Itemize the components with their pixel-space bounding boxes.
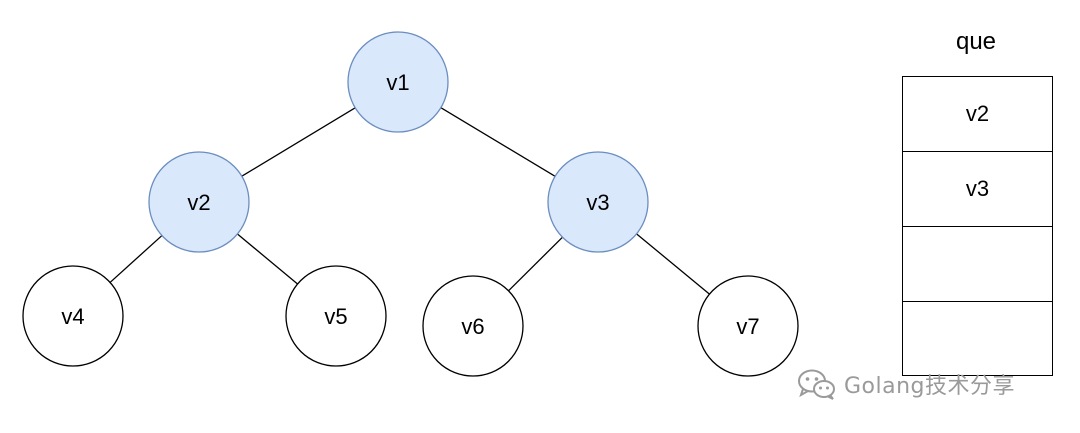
edge-v1-v2 [241, 107, 356, 177]
tree-nodes: v1 v2 v3 v4 v5 v6 v7 [22, 31, 799, 377]
node-label: v2 [187, 190, 210, 215]
node-label: v1 [386, 70, 409, 95]
edge-v1-v3 [440, 107, 556, 177]
node-label: v3 [586, 190, 609, 215]
watermark: Golang技术分享 [796, 366, 1015, 402]
watermark-text: Golang技术分享 [844, 374, 1016, 399]
tree-node-v5: v5 [285, 265, 387, 367]
queue-cell [903, 227, 1052, 302]
edge-v3-v7 [636, 233, 710, 295]
tree-node-v2: v2 [148, 151, 250, 253]
tree-node-v3: v3 [547, 151, 649, 253]
tree-node-v6: v6 [422, 275, 524, 377]
node-circle [547, 151, 649, 253]
queue-title: que [955, 28, 997, 55]
node-label: v5 [324, 304, 347, 329]
node-label: v4 [61, 304, 84, 329]
node-circle [697, 275, 799, 377]
edge-v2-v5 [237, 233, 298, 285]
node-circle [148, 151, 250, 253]
queue-cell: v2 [903, 77, 1052, 152]
queue-cell: v3 [903, 152, 1052, 227]
node-label: v7 [736, 314, 759, 339]
tree-node-v7: v7 [697, 275, 799, 377]
node-label: v6 [461, 314, 484, 339]
tree-edges [109, 107, 710, 295]
edge-v2-v4 [109, 235, 163, 283]
node-circle [285, 265, 387, 367]
node-circle [22, 265, 124, 367]
tree-node-v1: v1 [347, 31, 449, 133]
wechat-icon [798, 369, 835, 400]
node-circle [347, 31, 449, 133]
tree-node-v4: v4 [22, 265, 124, 367]
node-circle [422, 275, 524, 377]
edge-v3-v6 [508, 236, 563, 292]
